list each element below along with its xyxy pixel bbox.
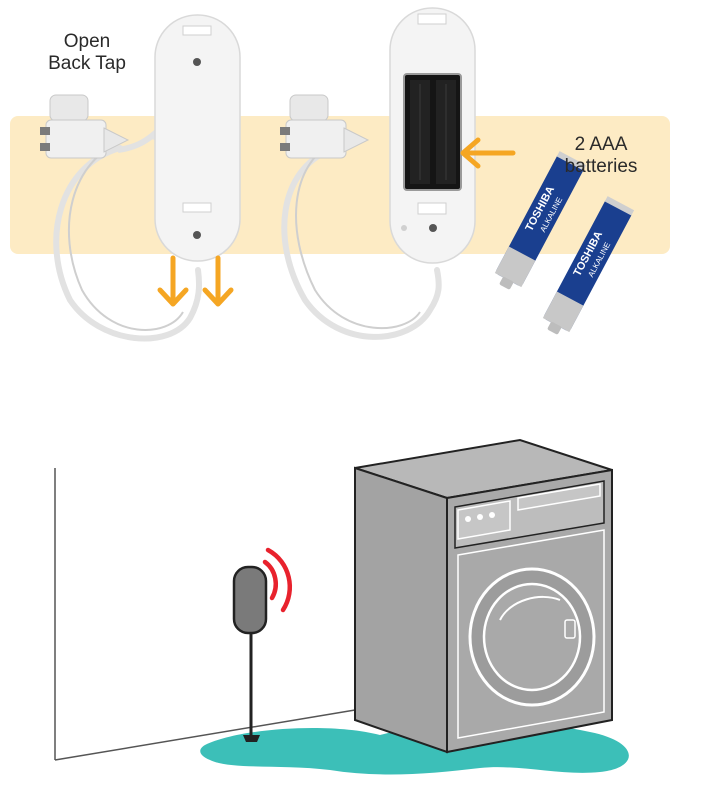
probe bbox=[40, 94, 130, 159]
batteries-label-line1: 2 AAA bbox=[574, 134, 628, 155]
down-arrow-icon bbox=[157, 255, 234, 307]
batteries-label-line2: batteries bbox=[564, 156, 638, 177]
open-label-line2: Back Tap bbox=[48, 53, 126, 74]
probe bbox=[280, 94, 370, 159]
water-sensor-open-icon bbox=[280, 7, 516, 340]
wireless-signal-icon bbox=[262, 547, 293, 613]
washing-machine-icon bbox=[354, 438, 613, 754]
open-back-tap-label: Open Back Tap bbox=[22, 31, 152, 75]
open-label-line1: Open bbox=[63, 31, 111, 52]
water-sensor-icon bbox=[232, 565, 268, 742]
water-sensor-icon bbox=[40, 14, 241, 342]
left-arrow-icon bbox=[460, 137, 516, 169]
batteries-label: 2 AAA batteries bbox=[536, 134, 666, 178]
wall-corner bbox=[54, 468, 356, 761]
